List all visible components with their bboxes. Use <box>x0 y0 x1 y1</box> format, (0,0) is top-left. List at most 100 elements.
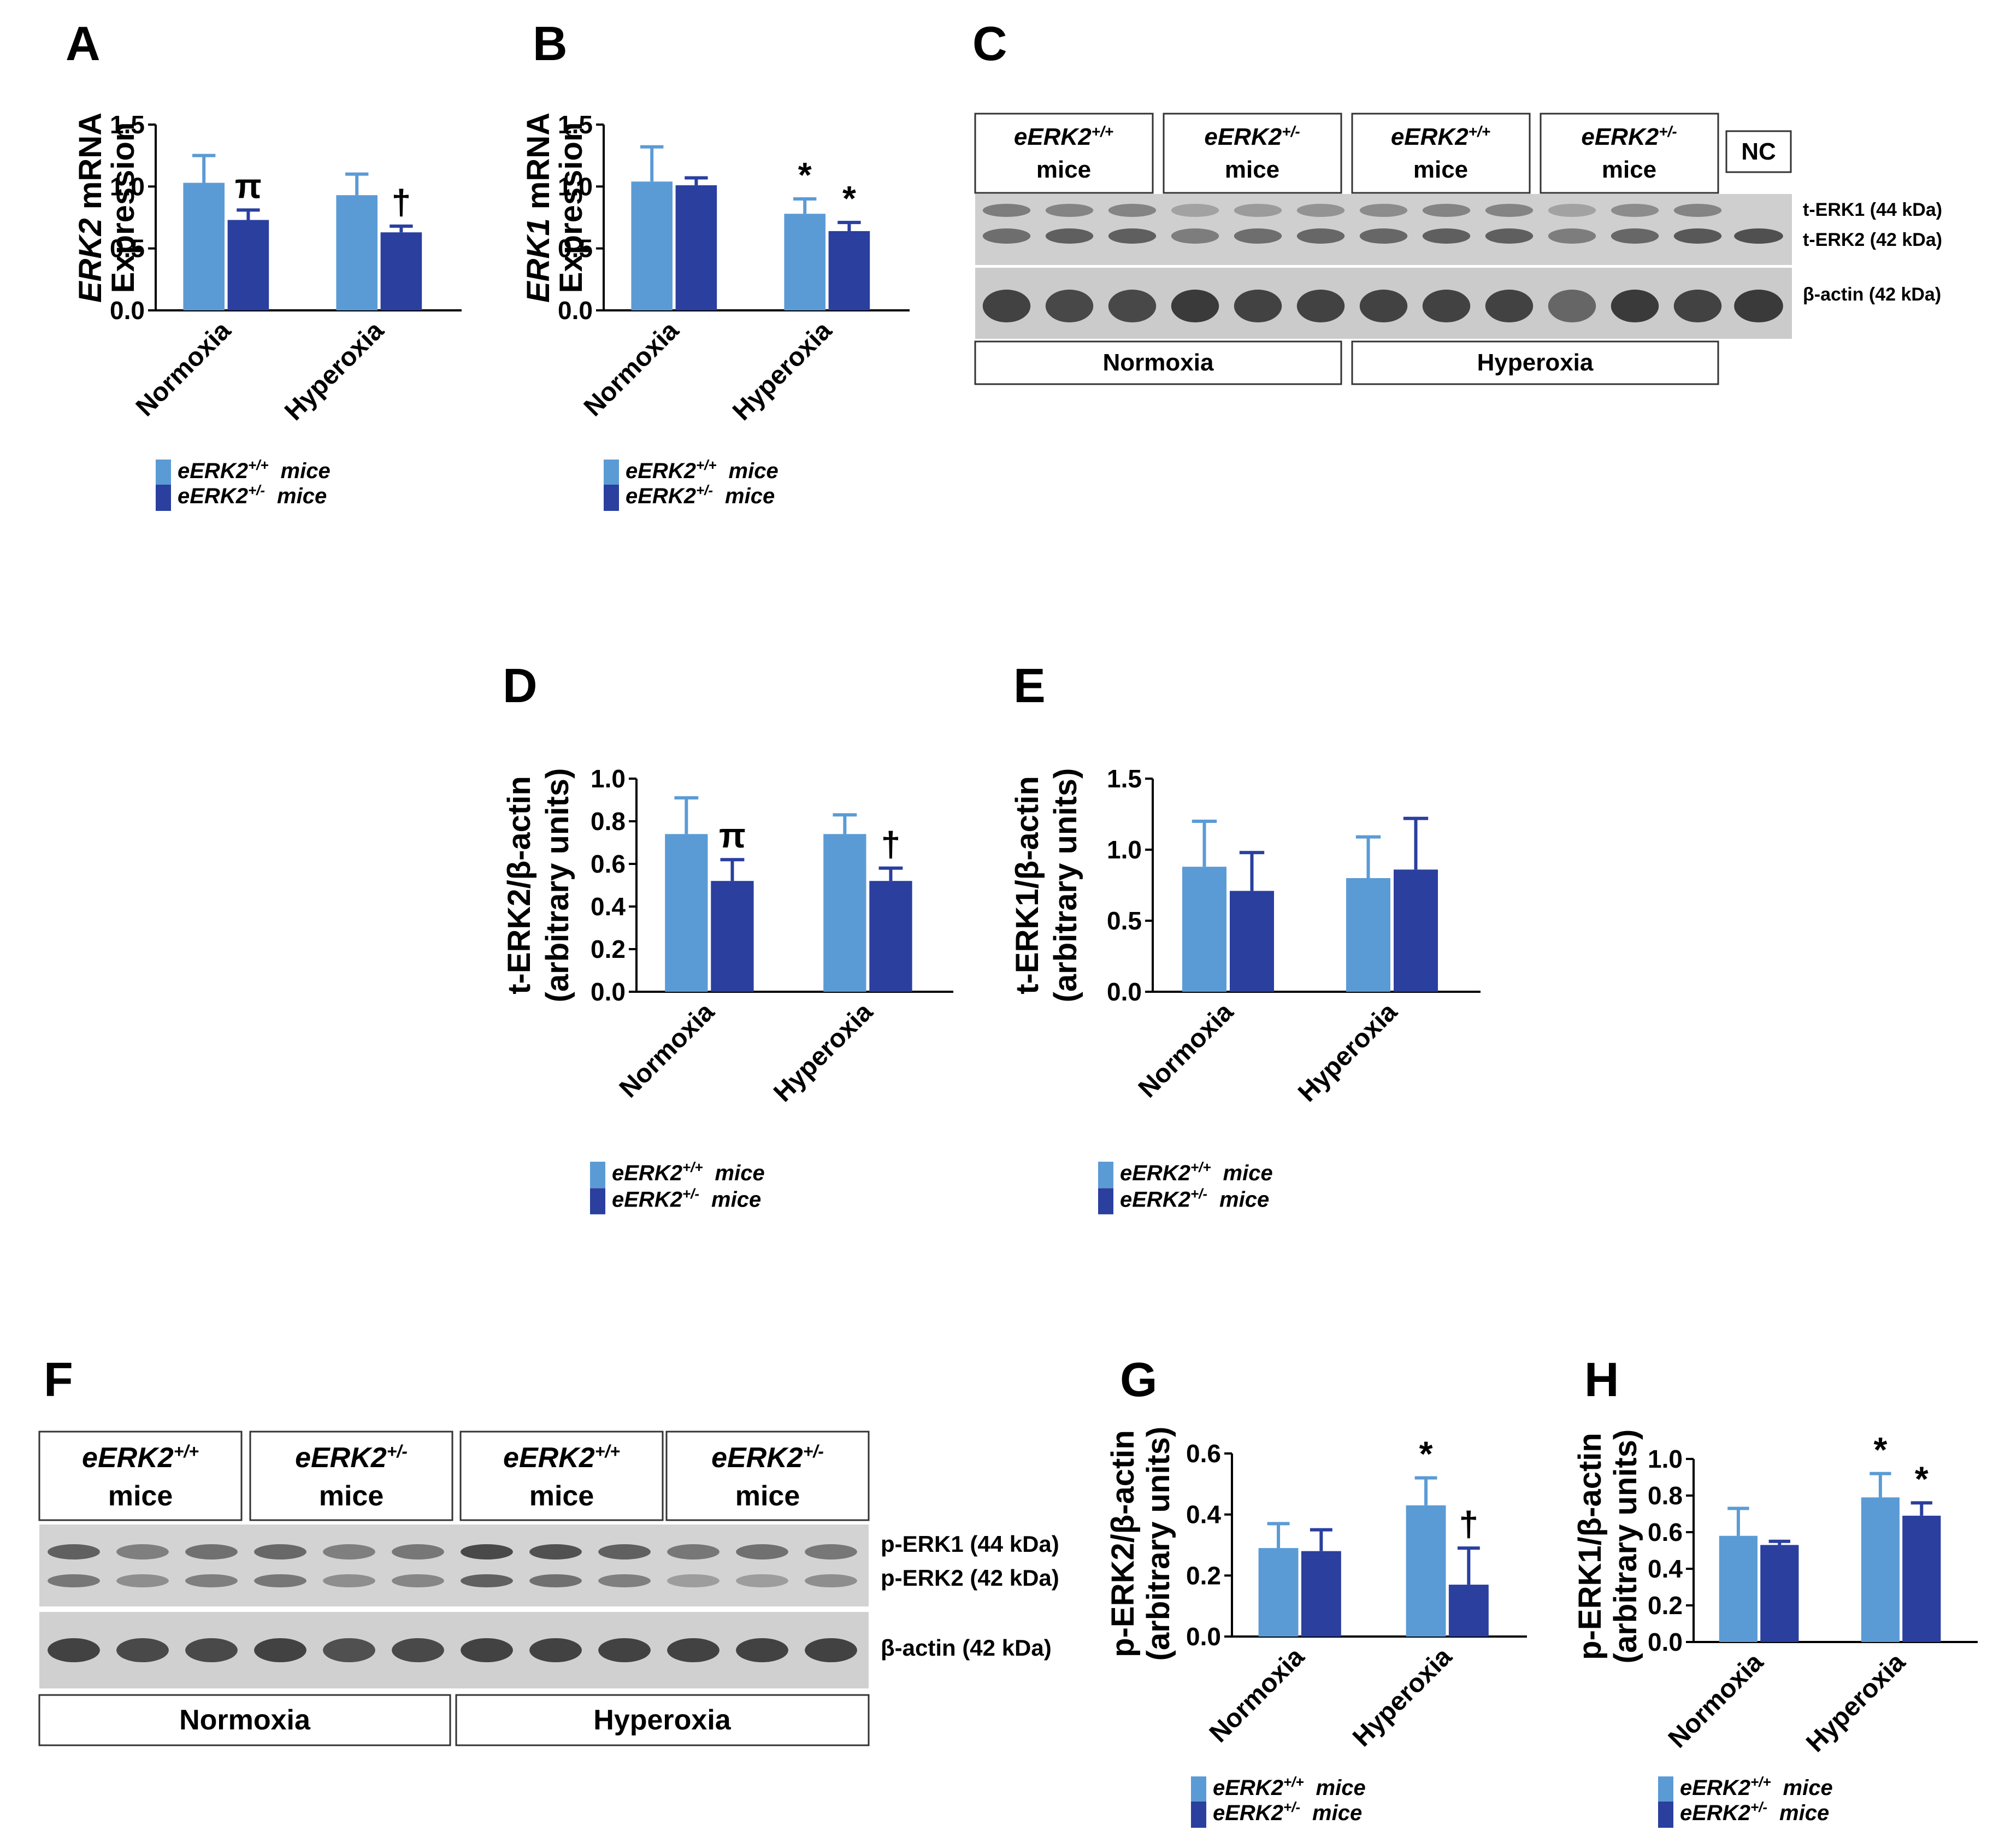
blot-f-band <box>667 1544 720 1559</box>
blot-c-band <box>1108 228 1157 244</box>
blot-f-band <box>529 1638 582 1662</box>
chart-d-ytick-label: 0.6 <box>591 850 626 878</box>
chart-b-marks: Normoxia**Hyperoxia <box>579 145 870 426</box>
blot-f-band <box>254 1574 306 1587</box>
blot-c-band <box>1108 290 1157 322</box>
chart-g-bar <box>1258 1548 1299 1637</box>
blot-f-band-label-3: β-actin (42 kDa) <box>881 1635 1052 1661</box>
chart-h-ytick-label: 0.8 <box>1648 1481 1683 1510</box>
chart-d-bar <box>711 881 754 992</box>
chart-h-axes: 0.00.20.40.60.81.0 <box>1648 1445 1978 1656</box>
chart-h-ytick-label: 0.4 <box>1648 1555 1683 1583</box>
blot-c-band <box>1422 290 1471 322</box>
chart-g-ytick-label: 0.2 <box>1186 1561 1221 1590</box>
blot-c-band <box>1485 204 1534 217</box>
chart-b-bar <box>828 231 870 310</box>
blot-c-band <box>1485 228 1534 244</box>
chart-g-bar <box>1406 1505 1446 1637</box>
chart-a-category-label: Hyperoxia <box>279 316 390 426</box>
blot-c-band-nc <box>1734 228 1783 244</box>
chart-a-bar <box>336 195 378 310</box>
chart-h-legend-swatch <box>1658 1776 1673 1803</box>
blot-c-header-1: eERK2+/+ <box>1014 123 1113 151</box>
chart-e-category-label: Normoxia <box>1133 997 1239 1103</box>
chart-d-legend-label: eERK2+/+mice <box>612 1159 765 1185</box>
chart-a-legend-label: eERK2+/-mice <box>178 482 327 508</box>
chart-a-ylabel: ERK2 mRNA <box>73 113 108 303</box>
blot-f-band <box>598 1544 651 1559</box>
chart-a-ytick-label: 0.5 <box>110 234 145 263</box>
blot-f-band-label-1: p-ERK1 (44 kDa) <box>881 1531 1059 1557</box>
blot-f-band <box>185 1574 238 1587</box>
blot-c-band <box>1296 290 1345 322</box>
chart-a-ytick-label: 1.5 <box>110 110 145 139</box>
chart-h-category-label: Hyperoxia <box>1801 1647 1911 1758</box>
chart-d-category-label: Normoxia <box>614 997 720 1103</box>
blot-c-band <box>1548 204 1596 217</box>
blot-f-band <box>392 1544 444 1559</box>
chart-e-legend-swatch <box>1098 1188 1113 1215</box>
chart-d-legend-swatch <box>590 1162 605 1188</box>
chart-h-bar <box>1760 1545 1799 1642</box>
chart-a-ylabel-italic: ERK2 <box>73 218 108 303</box>
chart-b-ylabel: ERK1 mRNA <box>521 113 556 303</box>
chart-g-ytick-label: 0.4 <box>1186 1500 1221 1529</box>
blot-c-band <box>1234 204 1282 217</box>
chart-h-bar <box>1861 1497 1900 1642</box>
blot-c-header-3-line2: mice <box>1413 156 1468 183</box>
chart-g-legend-label: eERK2+/+mice <box>1213 1774 1366 1800</box>
chart-g-significance-marker: † <box>1459 1504 1479 1544</box>
blot-c-band <box>1673 290 1722 322</box>
chart-d-legend-label: eERK2+/-mice <box>612 1185 761 1211</box>
chart-g-legend-swatch <box>1191 1802 1206 1828</box>
blot-c-header-2: eERK2+/- <box>1204 123 1300 151</box>
blot-f-band <box>736 1638 788 1662</box>
blot-c-band <box>1296 204 1345 217</box>
chart-d-ytick-label: 0.4 <box>591 892 626 921</box>
chart-e-legend-label: eERK2+/+mice <box>1120 1159 1273 1185</box>
blot-f-band <box>529 1544 582 1559</box>
blot-c-band <box>982 228 1031 244</box>
chart-b-ytick-label: 0.0 <box>558 296 593 325</box>
blot-c-band <box>982 204 1031 217</box>
chart-a-legend-swatch <box>156 460 171 486</box>
chart-b-ytick-label: 1.5 <box>558 110 593 139</box>
blot-f-image <box>39 1525 869 1688</box>
blot-f-header-4-line2: mice <box>735 1480 800 1512</box>
chart-e-ytick-label: 0.0 <box>1107 978 1142 1006</box>
blot-c-header-2-line2: mice <box>1225 156 1279 183</box>
blot-c-band <box>1359 204 1408 217</box>
blot-f-header-1: eERK2+/+ <box>82 1441 199 1474</box>
blot-f-band <box>805 1544 857 1559</box>
blot-f-headers: eERK2+/+ mice eERK2+/- mice eERK2+/+ mic… <box>38 1431 870 1521</box>
blot-f-band <box>48 1544 100 1559</box>
chart-d-ytick-label: 1.0 <box>591 764 626 793</box>
blot-c-header-4: eERK2+/- <box>1581 123 1677 151</box>
chart-e-bar <box>1182 867 1226 992</box>
blot-c-band <box>1611 204 1659 217</box>
chart-a-significance-marker: π <box>235 166 262 205</box>
chart-g-ytick-label: 0.0 <box>1186 1622 1221 1651</box>
blot-c-band <box>1234 290 1282 322</box>
blot-f-band <box>392 1638 444 1662</box>
blot-c-band <box>1108 204 1157 217</box>
chart-g-legend-label: eERK2+/-mice <box>1213 1799 1362 1825</box>
chart-b-ylabel-italic: ERK1 <box>521 218 556 303</box>
chart-a-category-label: Normoxia <box>131 316 237 422</box>
chart-d-category-label: Hyperoxia <box>768 997 878 1108</box>
blot-c-band <box>1045 290 1094 322</box>
blot-c-image <box>975 194 1792 339</box>
blot-f-band <box>392 1574 444 1587</box>
blot-f-header-3-line2: mice <box>529 1480 594 1512</box>
chart-e-ytick-label: 1.0 <box>1107 835 1142 864</box>
chart-d-axes: 0.00.20.40.60.81.0 <box>591 764 953 1006</box>
chart-h-significance-marker: * <box>1873 1430 1887 1469</box>
